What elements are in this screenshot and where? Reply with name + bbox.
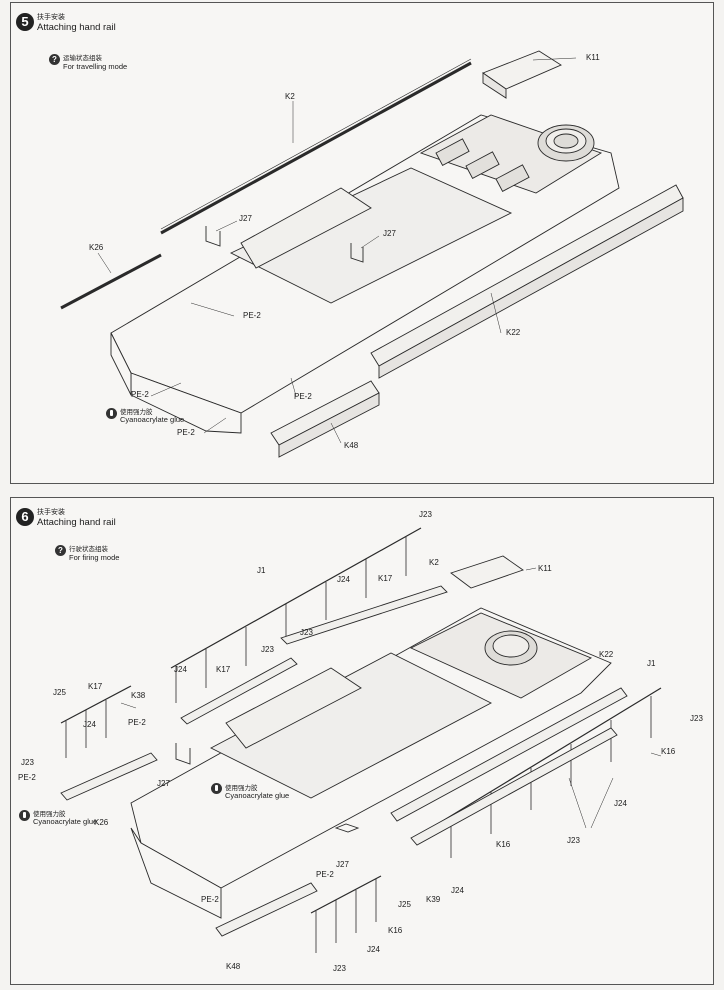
- part-label-k38: K38: [131, 691, 146, 700]
- part-label-j27: J27: [336, 860, 349, 869]
- part-label-k48: K48: [226, 962, 241, 971]
- hull-side: [130, 827, 222, 919]
- step-title-chinese: 扶手安装: [37, 509, 65, 516]
- part-label-j24: J24: [337, 575, 350, 584]
- step-6-panel: 6 扶手安装 Attaching hand rail ? 行驶状态组装 For …: [10, 497, 714, 985]
- glue-icon: [19, 810, 30, 821]
- info-icon: ?: [49, 54, 60, 65]
- part-label-k48: K48: [344, 441, 359, 450]
- part-label-k22: K22: [506, 328, 521, 337]
- k2-rail: [160, 61, 472, 235]
- step-5-assembly-drawing: [60, 50, 684, 458]
- part-label-j23: J23: [300, 628, 313, 637]
- part-label-k17: K17: [216, 665, 231, 674]
- part-label-pe2: PE-2: [131, 390, 149, 399]
- k48-side-skirt: [215, 882, 318, 937]
- j1-rail: [170, 527, 422, 669]
- mode-note: For firing mode: [69, 553, 120, 562]
- step-title: Attaching hand rail: [37, 517, 116, 528]
- part-label-j24: J24: [83, 720, 96, 729]
- part-label-pe2: PE-2: [18, 773, 36, 782]
- superstructure: [225, 667, 362, 749]
- k17-rail: [180, 657, 298, 725]
- part-label-j23: J23: [333, 964, 346, 973]
- part-label-pe2: PE-2: [316, 870, 334, 879]
- step-title: Attaching hand rail: [37, 22, 116, 33]
- part-label-j23: J23: [261, 645, 274, 654]
- step-5-panel: 5 扶手安装 Attaching hand rail ? 运输状态组装 For …: [10, 2, 714, 484]
- part-label-j23: J23: [567, 836, 580, 845]
- j27-bracket: [205, 226, 221, 247]
- step-number-badge: 6: [16, 508, 34, 526]
- part-label-j24: J24: [174, 665, 187, 674]
- part-label-k17: K17: [88, 682, 103, 691]
- glue-icon: [211, 783, 222, 794]
- mode-note-chinese: 运输状态组装: [63, 55, 102, 62]
- part-label-k26: K26: [89, 243, 104, 252]
- part-label-j24: J24: [367, 945, 380, 954]
- glue-icon: [106, 408, 117, 419]
- part-label-k39: K39: [426, 895, 441, 904]
- k17-rail: [280, 585, 448, 645]
- j27-bracket: [350, 243, 364, 263]
- j1-rail: [430, 687, 662, 829]
- k16-rail: [410, 727, 618, 846]
- part-label-k17: K17: [378, 574, 393, 583]
- part-label-pe2: PE-2: [201, 895, 219, 904]
- part-label-k2: K2: [429, 558, 439, 567]
- part-label-k16: K16: [496, 840, 511, 849]
- mode-note: For travelling mode: [63, 62, 128, 71]
- part-label-j27: J27: [383, 229, 396, 238]
- part-label-j24: J24: [614, 799, 627, 808]
- k22-side-skirt: [390, 687, 628, 822]
- part-label-j25: J25: [53, 688, 66, 697]
- glue-note: Cyanoacrylate glue: [120, 415, 185, 424]
- part-label-j24: J24: [451, 886, 464, 895]
- part-label-k11: K11: [586, 53, 600, 62]
- k11-hatch-cover: [450, 555, 524, 589]
- j27-bracket: [334, 823, 360, 833]
- part-label-k22: K22: [599, 650, 614, 659]
- step-number-badge: 5: [16, 13, 34, 31]
- part-label-k16: K16: [661, 747, 676, 756]
- part-label-j23: J23: [690, 714, 703, 723]
- part-label-pe2: PE-2: [128, 718, 146, 727]
- glue-note-chinese: 使用强力胶: [33, 811, 66, 818]
- j27-bracket: [175, 743, 191, 765]
- part-label-k16: K16: [388, 926, 403, 935]
- part-label-j25: J25: [398, 900, 411, 909]
- part-label-pe2: PE-2: [243, 311, 261, 320]
- part-label-j27: J27: [157, 779, 170, 788]
- glue-note: Cyanoacrylate glue: [225, 791, 290, 800]
- glue-note-chinese: 使用强力胶: [225, 785, 258, 792]
- part-label-k26: K26: [94, 818, 109, 827]
- j25-rail: [60, 685, 132, 724]
- k26-rail: [60, 253, 162, 310]
- hull-front-face: [110, 332, 132, 396]
- mode-note-chinese: 行驶状态组装: [69, 546, 108, 553]
- part-label-k2: K2: [285, 92, 295, 101]
- part-label-j27: J27: [239, 214, 252, 223]
- part-label-pe2: PE-2: [294, 392, 312, 401]
- glue-note: Cyanoacrylate glue: [33, 817, 98, 826]
- part-label-j23: J23: [21, 758, 34, 767]
- step-6-assembly-drawing: [60, 527, 662, 953]
- info-icon: ?: [55, 545, 66, 556]
- glue-note-chinese: 使用强力胶: [120, 409, 153, 416]
- part-label-pe2: PE-2: [177, 428, 195, 437]
- part-label-k11: K11: [538, 564, 552, 573]
- part-label-j1: J1: [647, 659, 656, 668]
- step-title-chinese: 扶手安装: [37, 14, 65, 21]
- k26-rail: [60, 752, 158, 801]
- j25-rail: [310, 875, 382, 914]
- superstructure: [240, 187, 372, 269]
- part-label-j1: J1: [257, 566, 266, 575]
- part-label-j23: J23: [419, 510, 432, 519]
